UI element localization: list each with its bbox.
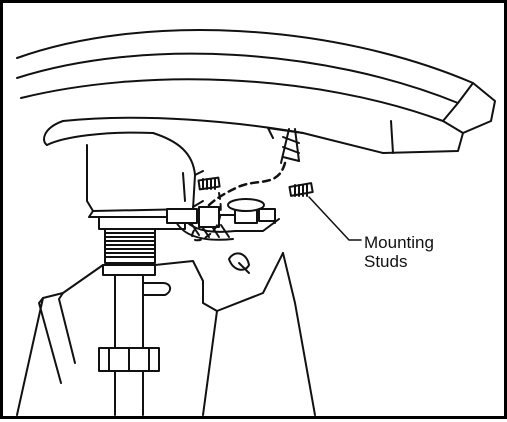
drain-tailpiece: [98, 216, 186, 416]
vanity-cabinet: [16, 252, 316, 416]
faucet-spout: [16, 29, 496, 154]
callout-line-1: Mounting: [364, 233, 434, 252]
callout-leader: [308, 196, 362, 241]
flex-hoses: [191, 128, 300, 242]
callout-line-2: Studs: [364, 252, 408, 271]
sink-bowl: [86, 132, 204, 218]
mounting-stud-right: [288, 182, 314, 197]
mounting-studs-label: Mounting Studs: [364, 233, 434, 271]
supply-lines: [166, 198, 280, 241]
installation-drawing: [16, 29, 496, 416]
mounting-stud-left: [197, 176, 221, 191]
